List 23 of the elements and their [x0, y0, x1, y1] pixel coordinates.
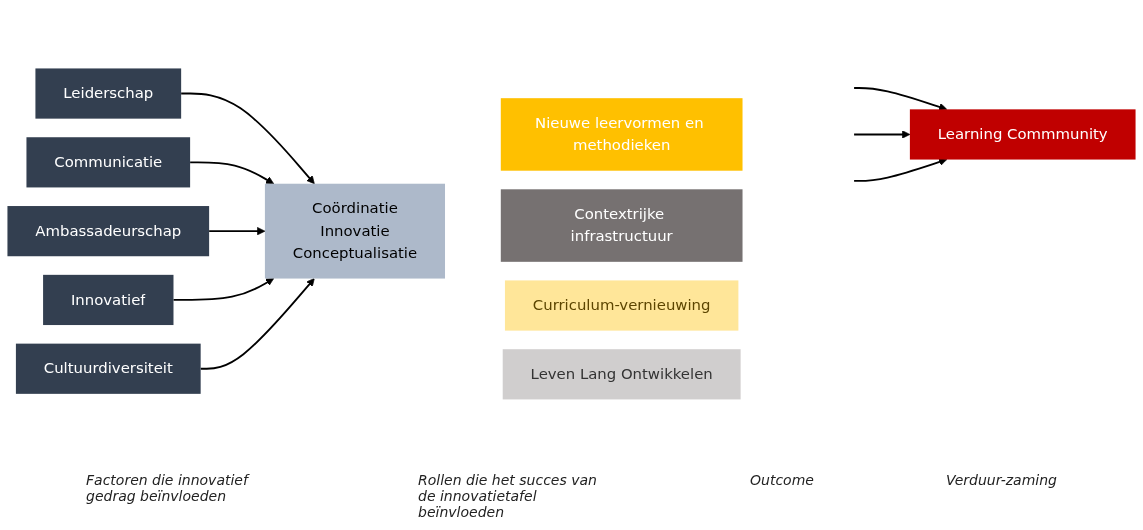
- node-box: Cultuurdiversiteit: [15, 343, 201, 394]
- node-box: Nieuwe leervormen en methodieken: [500, 98, 743, 171]
- node-box: Learning Commmunity: [909, 109, 1136, 160]
- arrow: [208, 227, 266, 236]
- column-caption: Verduur-zaming: [945, 472, 1057, 490]
- node-box: Leven Lang Ontwikkelen: [502, 349, 741, 400]
- node-box: Communicatie: [26, 137, 191, 188]
- node-box: Leiderschap: [35, 68, 182, 119]
- arrow: [180, 92, 315, 185]
- node-box: Innovatief: [43, 274, 174, 326]
- node-box: Contextrijke infrastructuur: [500, 189, 743, 262]
- arrow: [172, 278, 275, 301]
- arrow: [853, 158, 948, 182]
- node-box: Ambassadeurschap: [7, 206, 210, 257]
- arrow: [189, 161, 275, 185]
- column-caption: Rollen die het succes van de innovatietafel beïnvloeden: [418, 472, 598, 520]
- arrow: [853, 87, 948, 111]
- node-box: Coördinatie Innovatie Conceptualisatie: [264, 183, 445, 279]
- column-caption: Factoren die innovatief gedrag beïnvloeden: [86, 472, 251, 506]
- column-caption: Outcome: [750, 472, 814, 490]
- node-box: Curriculum-vernieuwing: [504, 280, 739, 331]
- arrow: [199, 278, 315, 370]
- arrow: [853, 130, 911, 139]
